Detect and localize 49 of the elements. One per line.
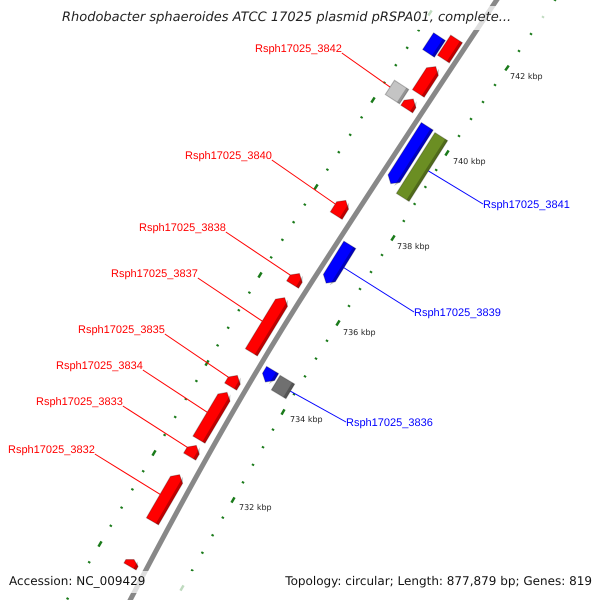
gene-feature-block bbox=[412, 66, 440, 98]
gene-feature-block bbox=[192, 392, 231, 444]
scale-label: 732 kbp bbox=[239, 503, 272, 513]
gene-feature-block bbox=[330, 200, 350, 220]
gene-label: Rsph17025_3839 bbox=[414, 307, 501, 320]
leader-line bbox=[271, 160, 336, 204]
scale-label: 740 kbp bbox=[453, 157, 486, 167]
leader-line bbox=[341, 52, 391, 88]
gene-feature-block bbox=[123, 559, 139, 571]
leader-line bbox=[225, 232, 291, 276]
feature-block bbox=[396, 132, 448, 202]
gene-label: Rsph17025_3836 bbox=[346, 417, 433, 430]
gene-feature-block bbox=[244, 297, 288, 357]
scale-label: 736 kbp bbox=[343, 328, 376, 338]
gene-label: Rsph17025_3838 bbox=[139, 222, 226, 235]
leader-line bbox=[197, 278, 263, 322]
gene-feature-block bbox=[146, 474, 184, 526]
gene-feature-block bbox=[182, 444, 200, 461]
leader-line bbox=[428, 170, 484, 204]
leader-line bbox=[94, 454, 161, 495]
gene-label: Rsph17025_3833 bbox=[36, 396, 123, 409]
feature-block bbox=[384, 80, 410, 104]
leader-line bbox=[164, 334, 229, 378]
gene-feature-block bbox=[262, 366, 280, 384]
gene-feature-block bbox=[436, 34, 464, 64]
feature-block bbox=[270, 374, 296, 400]
gene-feature-block bbox=[422, 32, 446, 58]
leader-line bbox=[290, 390, 346, 422]
leader-line bbox=[142, 370, 208, 413]
scale-label: 742 kbp bbox=[510, 72, 543, 82]
footer-text: Accession: NC_009429 bbox=[9, 574, 146, 589]
gene-label: Rsph17025_3835 bbox=[78, 324, 165, 337]
leader-line bbox=[122, 406, 188, 448]
gene-feature-block bbox=[224, 374, 241, 391]
scale-label: 738 kbp bbox=[397, 242, 430, 252]
gene-label: Rsph17025_3841 bbox=[483, 199, 570, 212]
gene-label: Rsph17025_3834 bbox=[56, 360, 143, 373]
diagram-title: Rhodobacter sphaeroides ATCC 17025 plasmid pRSPA01, complete... bbox=[62, 10, 512, 26]
gene-feature-block bbox=[388, 122, 434, 186]
gene-label: Rsph17025_3837 bbox=[111, 268, 198, 281]
gene-label: Rsph17025_3832 bbox=[8, 444, 95, 457]
gene-label: Rsph17025_3840 bbox=[185, 150, 272, 163]
footer-text: Topology: circular; Length: 877,879 bp; Genes: 819 bbox=[285, 574, 592, 589]
gene-feature-block bbox=[286, 272, 303, 289]
gene-feature-block bbox=[400, 98, 417, 114]
gene-label: Rsph17025_3842 bbox=[255, 43, 342, 56]
scale-label: 734 kbp bbox=[290, 415, 323, 425]
gene-feature-block bbox=[322, 240, 356, 286]
leader-line bbox=[343, 267, 414, 312]
